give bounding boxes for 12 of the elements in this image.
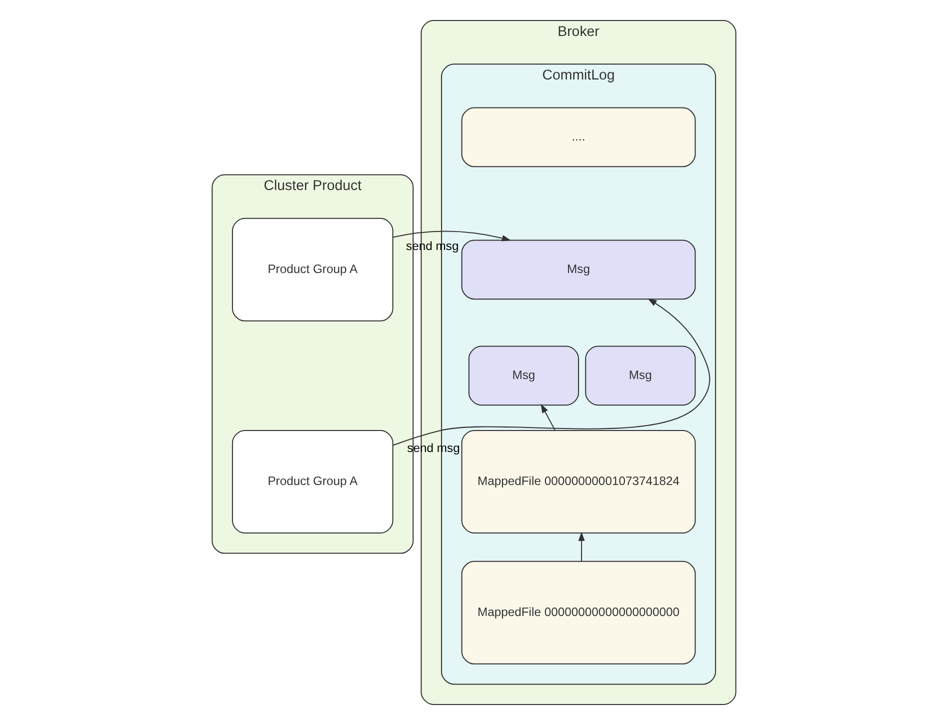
node-box: Msg <box>460 240 696 300</box>
arrow <box>392 298 710 446</box>
arrow <box>578 532 584 562</box>
node-box: Product Group A <box>231 430 393 534</box>
node-box: Product Group A <box>231 218 393 322</box>
node-box: Msg <box>468 346 579 406</box>
node-box: Msg <box>584 346 696 406</box>
node-box: .... <box>460 107 696 168</box>
arrow <box>540 404 555 431</box>
node-box: MappedFile 00000000001073741824 <box>460 430 696 534</box>
node-box: MappedFile 00000000000000000000 <box>460 560 696 664</box>
arrow <box>392 230 511 242</box>
